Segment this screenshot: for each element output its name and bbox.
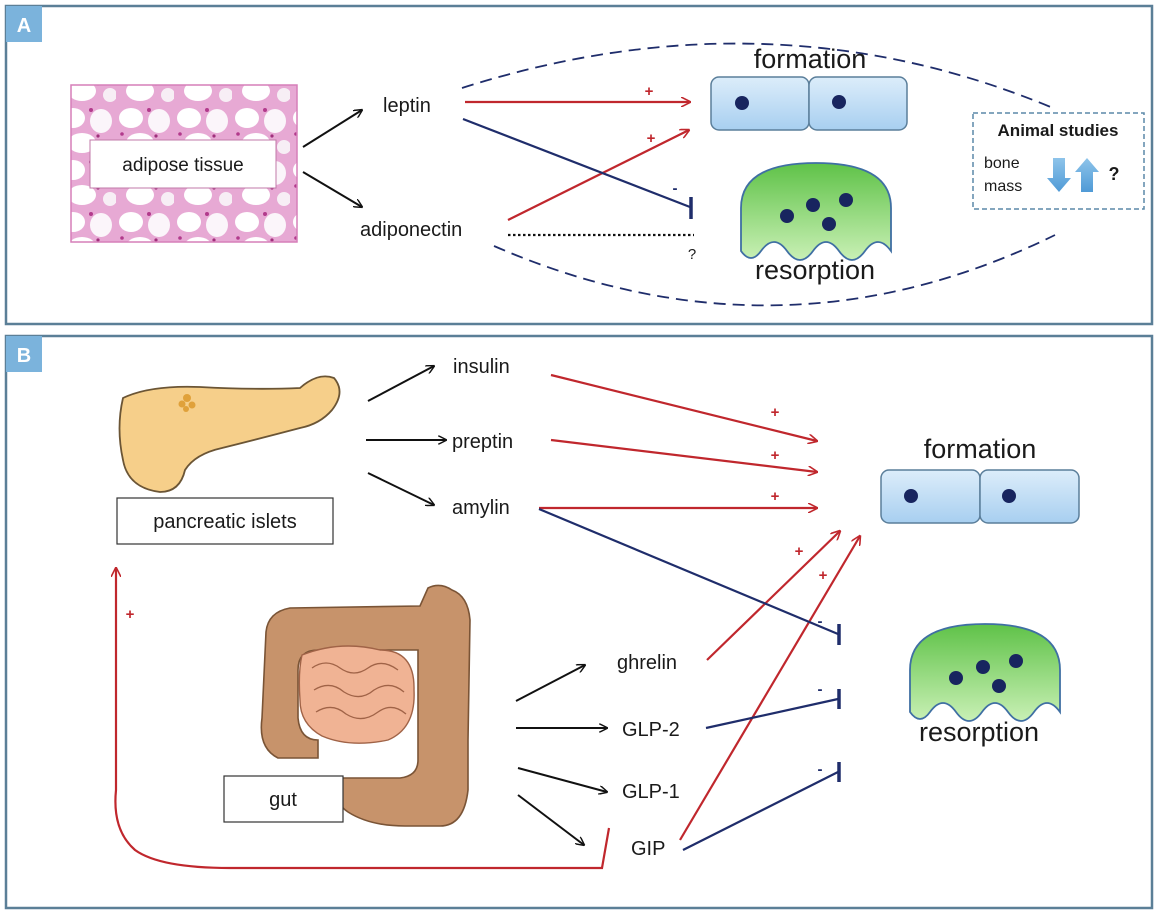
glp2-label: GLP-2 bbox=[622, 719, 680, 741]
arrow-gip-pancreas bbox=[115, 568, 611, 870]
sign-gip-formation: + bbox=[819, 567, 828, 584]
formation-label-b: formation bbox=[924, 434, 1037, 464]
ghrelin-label: ghrelin bbox=[617, 652, 677, 674]
adiponectin-label: adiponectin bbox=[360, 219, 462, 241]
adipose-tissue-label: adipose tissue bbox=[122, 155, 243, 176]
dashed-outline-top bbox=[461, 42, 1054, 109]
gut-label: gut bbox=[269, 789, 297, 811]
inhibit-leptin-resorption bbox=[462, 117, 691, 209]
panel-b-letter: B bbox=[17, 345, 31, 367]
sign-glp2: - bbox=[818, 681, 823, 698]
animal-studies-line1: bone bbox=[984, 155, 1020, 172]
animal-studies-title: Animal studies bbox=[998, 121, 1119, 140]
pancreatic-islets-box bbox=[116, 497, 334, 545]
arrow-preptin-formation bbox=[550, 438, 817, 472]
sign-adiponectin-formation: + bbox=[647, 130, 656, 147]
arrow-gut-gip bbox=[517, 794, 584, 845]
pancreas-illustration bbox=[118, 375, 341, 493]
adipose-tissue-box bbox=[89, 139, 277, 189]
formation-label-a: formation bbox=[754, 44, 867, 74]
panel-b-letter-box bbox=[6, 336, 42, 372]
inhibit-amylin-resorption bbox=[538, 507, 839, 636]
sign-leptin-formation: + bbox=[645, 83, 654, 100]
arrow-adiponectin-formation bbox=[507, 130, 689, 221]
panel-a-letter-box bbox=[6, 6, 42, 42]
resorption-label-a: resorption bbox=[755, 255, 875, 285]
arrow-pancreas-insulin bbox=[367, 366, 434, 402]
sign-ghrelin: + bbox=[795, 543, 804, 560]
arrow-adipose-leptin bbox=[302, 110, 362, 148]
osteoclast-a bbox=[740, 162, 892, 261]
down-arrow-icon bbox=[1047, 158, 1071, 192]
insulin-label: insulin bbox=[453, 356, 510, 378]
arrow-adipose-adiponectin bbox=[302, 171, 362, 207]
osteoclast-b bbox=[909, 623, 1061, 722]
pancreatic-islets-label: pancreatic islets bbox=[153, 511, 296, 533]
arrow-ghrelin-formation bbox=[706, 531, 840, 661]
arrow-pancreas-amylin bbox=[367, 472, 434, 505]
animal-studies-question: ? bbox=[1109, 164, 1120, 184]
sign-preptin: + bbox=[771, 447, 780, 464]
animal-studies-line2: mass bbox=[984, 178, 1022, 195]
arrow-gip-formation bbox=[679, 536, 860, 841]
resorption-label-b: resorption bbox=[919, 717, 1039, 747]
sign-gip-resorption: - bbox=[818, 761, 823, 778]
inhibit-gip-resorption bbox=[682, 771, 839, 851]
inhibit-glp2-resorption bbox=[705, 697, 839, 730]
gut-illustration bbox=[260, 584, 471, 827]
sign-amylin-formation: + bbox=[771, 488, 780, 505]
sign-amylin-resorption: - bbox=[818, 613, 823, 630]
arrow-gut-glp1 bbox=[517, 767, 607, 792]
up-arrow-icon bbox=[1075, 158, 1099, 192]
sign-gip-pancreas: + bbox=[126, 606, 135, 623]
osteoblast-cells-b bbox=[880, 469, 1080, 524]
osteoblast-cells-a bbox=[710, 76, 908, 131]
preptin-label: preptin bbox=[452, 431, 513, 453]
amylin-label: amylin bbox=[452, 497, 510, 519]
glp1-label: GLP-1 bbox=[622, 781, 680, 803]
sign-insulin: + bbox=[771, 404, 780, 421]
sign-leptin-resorption: - bbox=[673, 180, 678, 197]
leptin-label: leptin bbox=[383, 95, 431, 117]
arrow-gut-ghrelin bbox=[515, 665, 585, 702]
dashed-outline-bottom bbox=[493, 234, 1056, 307]
arrow-insulin-formation bbox=[550, 373, 817, 441]
gut-box bbox=[223, 775, 344, 823]
sign-unknown: ? bbox=[688, 246, 696, 263]
gip-label: GIP bbox=[631, 838, 665, 860]
panel-a-letter: A bbox=[17, 15, 31, 37]
